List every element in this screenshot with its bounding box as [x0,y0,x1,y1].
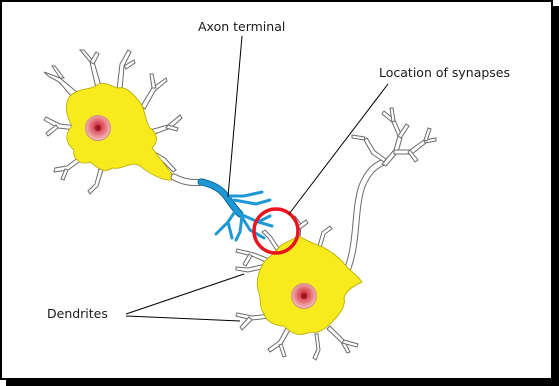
axon-terminal [201,182,272,240]
leader-line-dendrites-lower [126,316,240,321]
neuron-right-upper-branches [352,108,436,166]
neuron-right [236,108,436,360]
leader-line-axon-terminal [228,36,242,197]
label-dendrites: Dendrites [47,308,108,321]
label-location-of-synapses: Location of synapses [379,67,510,80]
label-axon-terminal: Axon terminal [198,21,285,34]
neuron-left [44,50,203,194]
leader-line-dendrites-upper [126,274,244,314]
